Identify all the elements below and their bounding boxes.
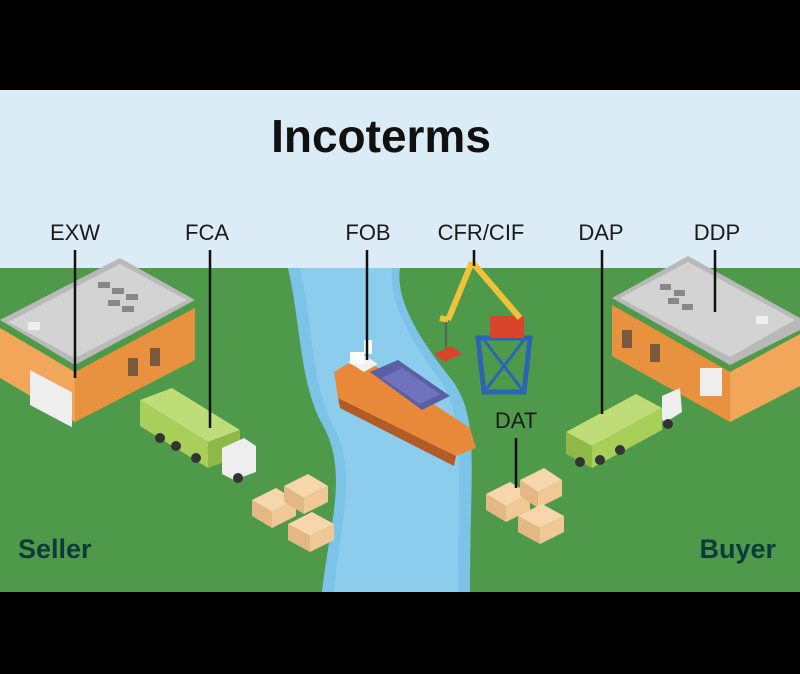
page-title: Incoterms (271, 110, 491, 162)
river-highlight (300, 268, 460, 592)
top-letterbox (0, 0, 800, 90)
term-label-fca: FCA (185, 220, 229, 245)
terminal-cargo-boxes (486, 468, 564, 544)
seller-label: Seller (18, 534, 92, 564)
seller-warehouse (0, 258, 195, 428)
term-label-dap: DAP (578, 220, 623, 245)
cargo-ship (334, 340, 476, 466)
term-label-fob: FOB (345, 220, 390, 245)
sky-background (0, 90, 800, 270)
bottom-letterbox (0, 592, 800, 669)
seller-truck (140, 388, 256, 483)
term-label-exw: EXW (50, 220, 100, 245)
term-label-cfr-cif: CFR/CIF (438, 220, 525, 245)
buyer-warehouse (612, 256, 800, 422)
buyer-truck (566, 388, 682, 468)
port-crane (434, 260, 533, 395)
term-label-ddp: DDP (694, 220, 740, 245)
seller-cargo-boxes (252, 474, 334, 552)
term-label-dat: DAT (495, 408, 537, 433)
buyer-label: Buyer (699, 534, 776, 564)
